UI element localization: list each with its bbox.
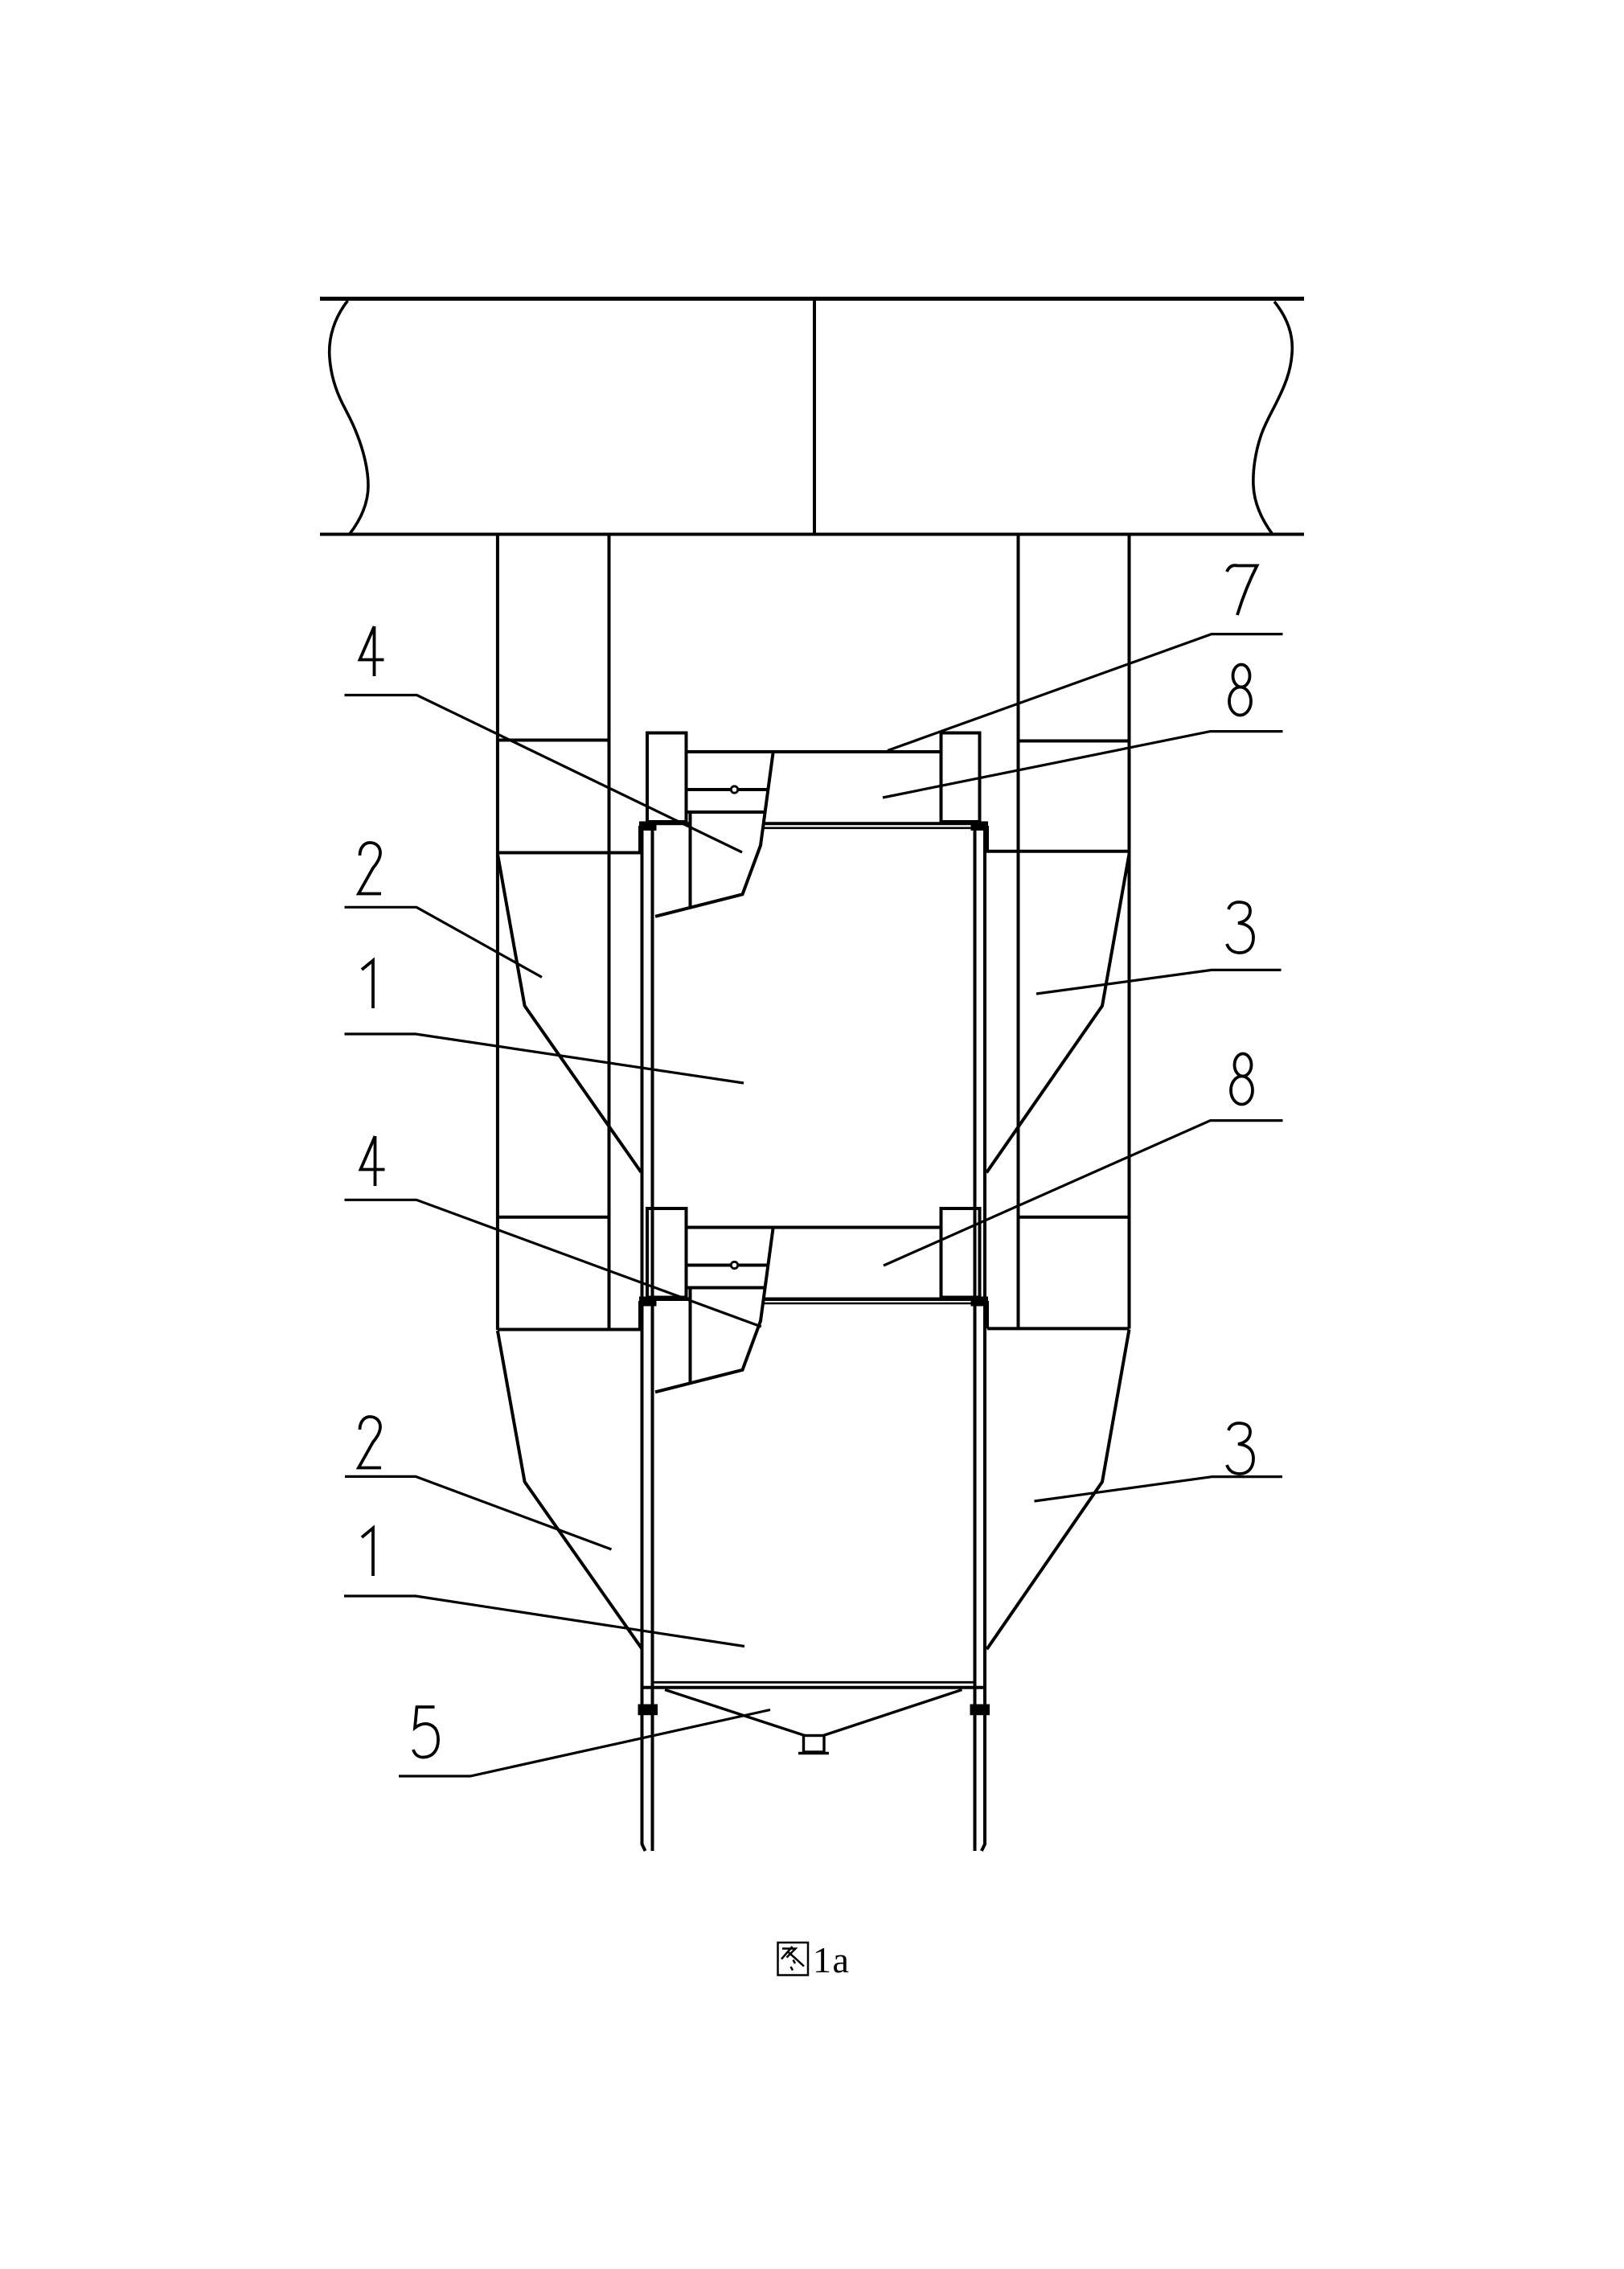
- svg-text:1a: 1a: [813, 1939, 850, 1980]
